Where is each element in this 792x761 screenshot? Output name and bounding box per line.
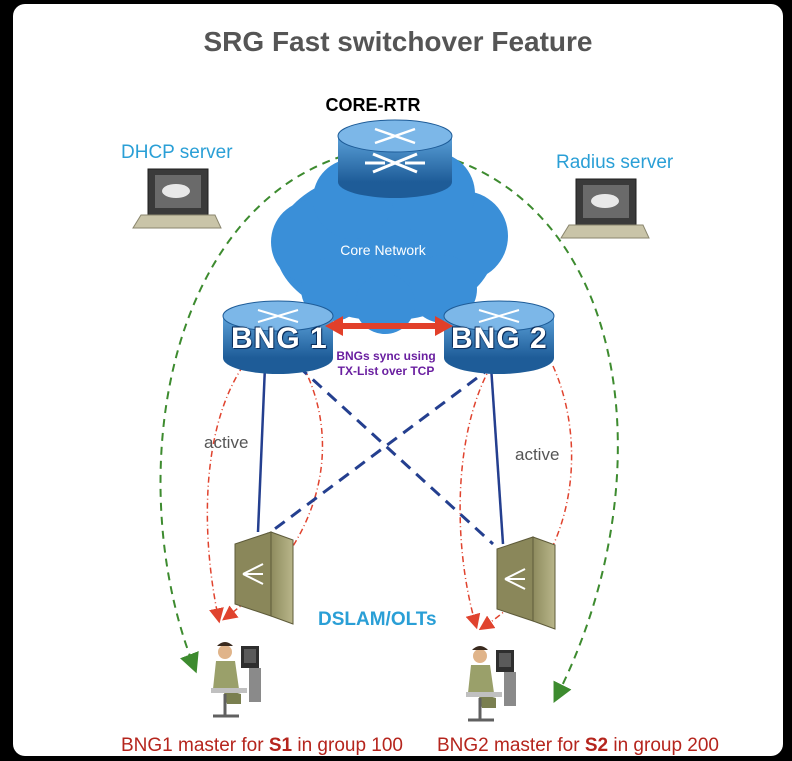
subscriber-path-bng1-right xyxy=(222,365,324,621)
subscriber-s2-icon xyxy=(466,646,516,722)
active-label-left: active xyxy=(204,433,249,452)
sync-label-line2: TX-List over TCP xyxy=(337,364,435,378)
sync-arrow xyxy=(325,316,453,336)
bng2-label: BNG 2 xyxy=(451,322,548,355)
subscriber-path-bng1-left xyxy=(206,365,244,624)
standby-link-bng1-olt2 xyxy=(296,364,495,546)
sync-label: BNGs sync using TX-List over TCP xyxy=(311,349,461,379)
subscriber-s1-caption: BNG1 master for S1 in group 100 xyxy=(121,735,403,756)
core-router-label: CORE-RTR xyxy=(325,95,421,115)
diagram-canvas: SRG Fast switchover Feature CORE-RTR DHC… xyxy=(13,4,783,756)
dhcp-server-label: DHCP server xyxy=(121,142,233,163)
sync-label-line1: BNGs sync using xyxy=(336,349,436,363)
caption-s1-session: S1 xyxy=(268,735,293,756)
active-link-bng2 xyxy=(489,365,505,545)
caption-s2-suffix: in group 200 xyxy=(608,735,719,756)
bng1-router-icon xyxy=(222,300,334,374)
subscriber-s2-caption: BNG2 master for S2 in group 200 xyxy=(437,735,719,756)
caption-s2-session: S2 xyxy=(584,735,609,756)
subscriber-s1-icon xyxy=(211,642,261,718)
diagram-graphics xyxy=(132,119,650,722)
subscriber-path-bng2-left xyxy=(459,365,492,630)
core-router-icon xyxy=(337,119,453,198)
radius-server-label: Radius server xyxy=(556,152,674,173)
core-network-cloud xyxy=(271,152,508,334)
dslam-olt1-icon xyxy=(234,531,294,625)
caption-s1-prefix: BNG1 master for xyxy=(121,735,269,756)
dslam-olt2-icon xyxy=(496,536,556,630)
caption-s1-suffix: in group 100 xyxy=(292,735,403,756)
active-link-bng1 xyxy=(256,365,267,533)
core-network-label: Core Network xyxy=(340,242,426,258)
dhcp-path-left xyxy=(159,155,344,674)
standby-link-bng2-olt1 xyxy=(267,364,494,536)
active-label-right: active xyxy=(515,445,560,464)
diagram-title: SRG Fast switchover Feature xyxy=(203,26,593,57)
dslam-label: DSLAM/OLTs xyxy=(318,609,437,630)
bng1-label: BNG 1 xyxy=(231,322,328,355)
dhcp-path-right xyxy=(442,155,619,703)
bng2-router-icon xyxy=(443,300,555,374)
dhcp-server-icon xyxy=(132,168,222,229)
caption-s2-prefix: BNG2 master for xyxy=(437,735,585,756)
radius-server-icon xyxy=(560,178,650,239)
